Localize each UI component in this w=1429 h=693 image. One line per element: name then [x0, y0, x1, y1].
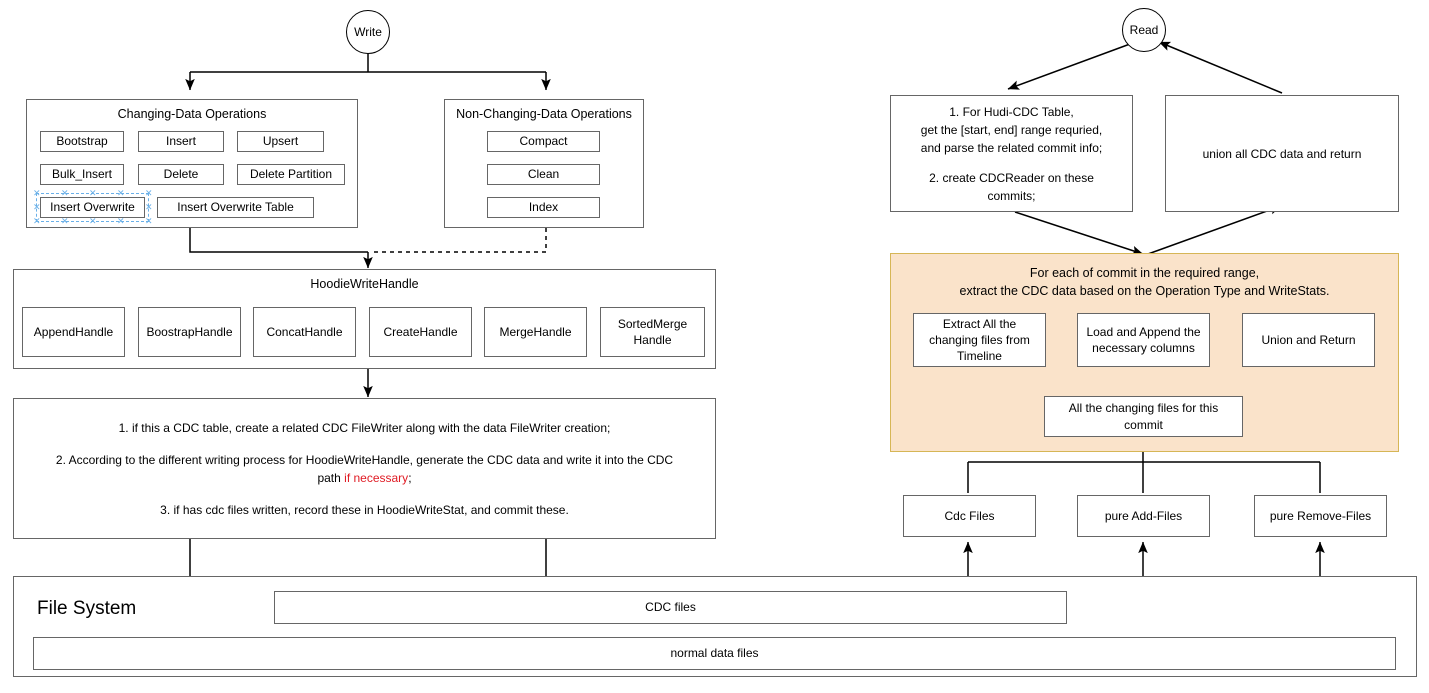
handle-merge[interactable]: MergeHandle	[484, 307, 587, 357]
write-steps-box[interactable]: 1. if this a CDC table, create a related…	[13, 398, 716, 539]
op-delete-partition[interactable]: Delete Partition	[237, 164, 345, 185]
op-index[interactable]: Index	[487, 197, 600, 218]
source-pure-add-files[interactable]: pure Add-Files	[1077, 495, 1210, 537]
per-commit-title-l1: For each of commit in the required range…	[1029, 266, 1260, 280]
handle-sorted-merge[interactable]: SortedMerge Handle	[600, 307, 705, 357]
write-step-2-suffix: ;	[408, 470, 412, 485]
write-start-label: Write	[354, 25, 382, 39]
pipeline-load-append-columns[interactable]: Load and Append the necessary columns	[1077, 313, 1210, 367]
op-insert[interactable]: Insert	[138, 131, 224, 152]
handle-create[interactable]: CreateHandle	[369, 307, 472, 357]
handle-concat[interactable]: ConcatHandle	[253, 307, 356, 357]
write-step-2-line1: 2. According to the different writing pr…	[55, 452, 674, 467]
all-changing-files-for-commit[interactable]: All the changing files for this commit	[1044, 396, 1243, 437]
file-system-label: File System	[37, 598, 137, 619]
source-pure-remove-files[interactable]: pure Remove-Files	[1254, 495, 1387, 537]
write-step-2-emphasis: if necessary	[344, 470, 409, 485]
read-prepare-l5: 2. create CDCReader on these	[929, 170, 1094, 185]
read-start-node[interactable]: Read	[1122, 8, 1166, 52]
op-upsert[interactable]: Upsert	[237, 131, 324, 152]
op-insert-overwrite[interactable]: Insert Overwrite	[40, 197, 145, 218]
spacer-1	[20, 437, 710, 451]
op-delete[interactable]: Delete	[138, 164, 224, 185]
op-insert-overwrite-table[interactable]: Insert Overwrite Table	[157, 197, 314, 218]
changing-data-operations-title: Changing-Data Operations	[117, 107, 267, 121]
write-steps-text: 1. if this a CDC table, create a related…	[20, 419, 710, 519]
read-prepare-l6: commits;	[987, 188, 1036, 203]
union-all-cdc-label: union all CDC data and return	[1202, 146, 1362, 161]
op-clean[interactable]: Clean	[487, 164, 600, 185]
read-prepare-l1: 1. For Hudi-CDC Table,	[949, 104, 1074, 119]
handle-append[interactable]: AppendHandle	[22, 307, 125, 357]
write-start-node[interactable]: Write	[346, 10, 390, 54]
write-step-2-line2: path if necessary;	[20, 469, 710, 487]
normal-data-files-store[interactable]: normal data files	[33, 637, 1396, 670]
read-start-label: Read	[1129, 23, 1159, 37]
write-step-1: 1. if this a CDC table, create a related…	[118, 420, 611, 435]
op-bulk-insert[interactable]: Bulk_Insert	[40, 164, 124, 185]
cdc-files-store[interactable]: CDC files	[274, 591, 1067, 624]
pipeline-extract-changing-files[interactable]: Extract All the changing files from Time…	[913, 313, 1046, 367]
op-compact[interactable]: Compact	[487, 131, 600, 152]
read-prepare-l2: get the [start, end] range requried,	[920, 122, 1103, 137]
non-changing-data-operations-title: Non-Changing-Data Operations	[456, 107, 632, 121]
per-commit-extraction-title: For each of commit in the required range…	[891, 264, 1398, 300]
read-prepare-box[interactable]: 1. For Hudi-CDC Table, get the [start, e…	[890, 95, 1133, 212]
handle-boostrap[interactable]: BoostrapHandle	[138, 307, 241, 357]
hoodie-write-handle-title: HoodieWriteHandle	[310, 277, 419, 291]
write-step-3: 3. if has cdc files written, record thes…	[160, 502, 569, 517]
source-cdc-files[interactable]: Cdc Files	[903, 495, 1036, 537]
spacer-3	[894, 157, 1130, 169]
hoodie-write-handle-group[interactable]: HoodieWriteHandle	[13, 269, 716, 369]
read-prepare-l3: and parse the related commit info;	[920, 140, 1103, 155]
op-bootstrap[interactable]: Bootstrap	[40, 131, 124, 152]
spacer-2	[20, 487, 710, 501]
write-step-2-prefix: path	[317, 470, 345, 485]
pipeline-union-and-return[interactable]: Union and Return	[1242, 313, 1375, 367]
union-all-cdc-box[interactable]: union all CDC data and return	[1165, 95, 1399, 212]
read-prepare-text: 1. For Hudi-CDC Table, get the [start, e…	[894, 103, 1130, 205]
per-commit-title-l2: extract the CDC data based on the Operat…	[959, 284, 1330, 299]
